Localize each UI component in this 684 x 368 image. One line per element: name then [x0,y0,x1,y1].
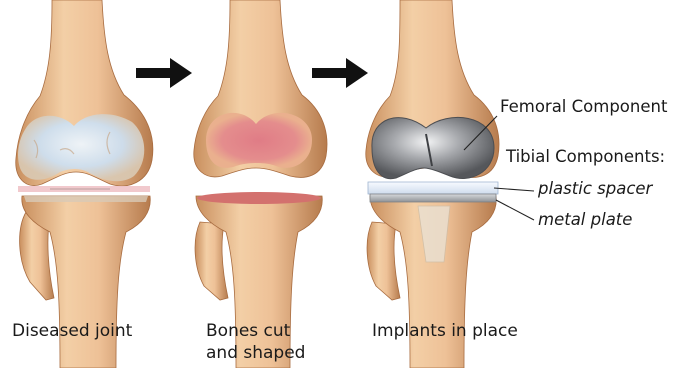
caption-diseased-joint: Diseased joint [12,321,132,342]
label-femoral-component: Femoral Component [500,97,667,117]
arrow-right-icon [136,58,192,88]
caption-bones-cut-line1: Bones cut [206,321,290,342]
arrow-right-icon [312,58,368,88]
knee-implant [366,0,499,368]
label-tibial-components: Tibial Components: [506,147,665,167]
caption-bones-cut-line2: and shaped [206,343,305,364]
label-metal-plate: metal plate [538,210,632,230]
knee-diseased [16,0,153,368]
label-plastic-spacer: plastic spacer [538,179,652,199]
knee-cut [194,0,327,368]
caption-implants-in-place: Implants in place [372,321,518,342]
